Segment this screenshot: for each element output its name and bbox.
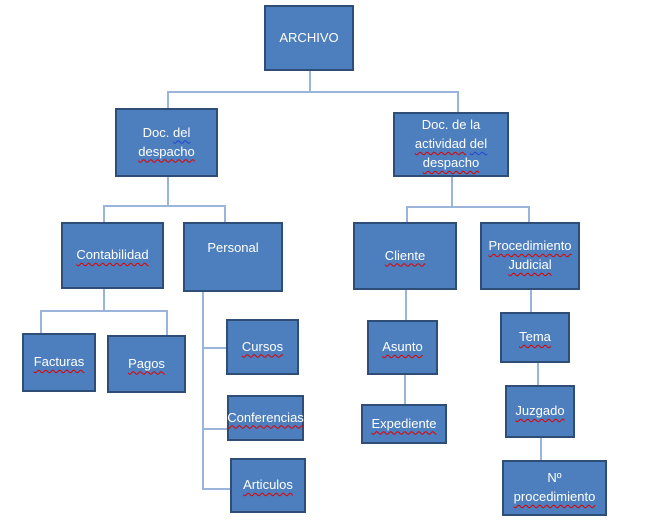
node-label-segment: Conferencias <box>227 409 304 425</box>
connector-vertical <box>167 91 169 108</box>
node-label-segment: despacho <box>138 143 195 159</box>
node-label-line: Juzgado <box>515 402 564 421</box>
node-label-segment: Asunto <box>382 339 423 355</box>
node-archivo[interactable]: ARCHIVO <box>264 5 354 71</box>
node-label-segment: Juzgado <box>515 403 565 419</box>
node-facturas[interactable]: Facturas <box>22 333 96 392</box>
connector-vertical <box>202 292 204 488</box>
connector-horizontal <box>202 488 230 490</box>
node-label-line: Pagos <box>128 355 165 374</box>
node-label-segment: Doc. de la <box>421 117 481 133</box>
node-pagos[interactable]: Pagos <box>107 335 186 393</box>
connector-horizontal <box>167 91 457 93</box>
node-label-segment: Cursos <box>241 338 284 354</box>
node-label-line: Contabilidad <box>76 246 148 265</box>
connector-horizontal <box>406 206 528 208</box>
connector-vertical <box>406 206 408 222</box>
connector-horizontal <box>202 428 227 430</box>
node-num-procedimiento[interactable]: Nº procedimiento <box>502 460 607 516</box>
node-label-segment: Cliente <box>384 247 426 263</box>
connector-horizontal <box>40 310 166 312</box>
node-label-line: Conferencias <box>227 409 304 428</box>
node-personal[interactable]: Personal <box>183 222 283 292</box>
node-label-segment: Expediente <box>371 415 437 431</box>
node-label-line: despacho <box>138 143 194 162</box>
connector-vertical <box>404 375 406 404</box>
node-label-line: procedimiento <box>514 488 596 507</box>
connector-vertical <box>405 290 407 320</box>
node-cliente[interactable]: Cliente <box>353 222 457 290</box>
node-label-segment: ARCHIVO <box>279 29 339 45</box>
node-label-segment: actividad <box>414 136 467 152</box>
connector-vertical <box>530 290 532 312</box>
connector-vertical <box>309 71 311 91</box>
node-label-segment: Tema <box>519 329 551 345</box>
connector-vertical <box>528 206 530 222</box>
node-label-segment: Pagos <box>128 355 165 371</box>
connector-horizontal <box>202 347 226 349</box>
connector-vertical <box>457 91 459 112</box>
node-label-line: Tema <box>519 328 551 347</box>
node-label-line: ARCHIVO <box>279 29 338 48</box>
connector-vertical <box>451 177 453 206</box>
node-articulos[interactable]: Articulos <box>230 458 306 513</box>
node-label-line: Cliente <box>385 247 425 266</box>
node-label-line: Articulos <box>243 476 293 495</box>
connector-vertical <box>540 438 542 460</box>
node-label-line: actividad del <box>415 135 487 154</box>
node-label-line: Doc. del <box>143 124 191 143</box>
node-expediente[interactable]: Expediente <box>361 404 447 444</box>
node-juzgado[interactable]: Juzgado <box>505 385 575 438</box>
node-label-line: Expediente <box>371 415 436 434</box>
node-contabilidad[interactable]: Contabilidad <box>61 222 164 289</box>
connector-vertical <box>537 363 539 385</box>
node-label-segment: del <box>469 136 488 152</box>
connector-vertical <box>167 177 169 205</box>
connector-horizontal <box>103 205 224 207</box>
node-label-line: Facturas <box>34 353 85 372</box>
node-conferencias[interactable]: Conferencias <box>227 395 304 441</box>
connector-vertical <box>103 289 105 310</box>
node-label-segment: Facturas <box>33 354 85 370</box>
node-label-segment: Judicial <box>508 257 552 272</box>
node-label-line: Cursos <box>242 338 283 357</box>
node-label-segment: Articulos <box>243 477 293 493</box>
node-cursos[interactable]: Cursos <box>226 319 299 375</box>
node-label-segment: del <box>172 124 191 140</box>
node-label-line: despacho <box>423 154 479 173</box>
node-label-line: Procedimiento <box>488 237 571 256</box>
node-tema[interactable]: Tema <box>500 312 570 363</box>
node-label-segment: Nº <box>547 470 562 486</box>
node-label-line: Doc. de la <box>422 116 481 135</box>
node-label-line: Judicial <box>508 256 551 275</box>
connector-vertical <box>40 310 42 333</box>
node-label-line: Nº <box>547 469 561 488</box>
node-label-segment: Personal <box>207 239 259 255</box>
connector-vertical <box>224 205 226 222</box>
node-label-segment: Procedimiento <box>488 238 572 254</box>
node-asunto[interactable]: Asunto <box>367 320 438 375</box>
node-label-line: Asunto <box>382 338 422 357</box>
connector-vertical <box>103 205 105 222</box>
node-label-line: Personal <box>207 239 258 258</box>
node-label-segment: Doc. <box>142 124 173 140</box>
node-label-segment: Contabilidad <box>76 247 149 263</box>
node-label-segment: despacho <box>422 154 480 170</box>
node-label-segment: procedimiento <box>513 489 596 504</box>
connector-vertical <box>166 310 168 335</box>
